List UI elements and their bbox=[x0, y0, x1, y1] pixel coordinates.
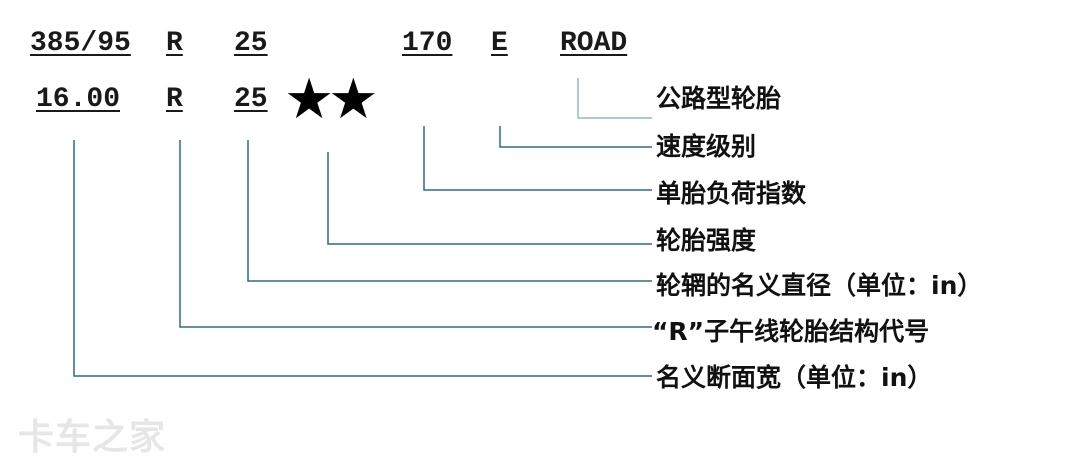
code-170: 170 bbox=[402, 28, 453, 59]
code-r-row2: R bbox=[166, 84, 183, 115]
label-load-index: 单胎负荷指数 bbox=[656, 179, 807, 208]
label-road-tire: 公路型轮胎 bbox=[656, 84, 782, 113]
label-radial-code: “R”子午线轮胎结构代号 bbox=[652, 317, 930, 346]
label-speed-rating: 速度级别 bbox=[656, 132, 757, 161]
code-385-95: 385/95 bbox=[30, 28, 131, 59]
leader-line-road bbox=[577, 78, 652, 119]
label-section-width: 名义断面宽（单位：in） bbox=[656, 363, 933, 392]
leader-line-rim bbox=[247, 140, 652, 282]
leader-line-section-width bbox=[73, 140, 652, 377]
label-tire-strength: 轮胎强度 bbox=[656, 226, 757, 255]
code-r-row1: R bbox=[166, 28, 183, 59]
watermark-logo: 卡车之家 bbox=[18, 417, 167, 458]
code-25-row1: 25 bbox=[234, 28, 268, 59]
code-e: E bbox=[491, 28, 508, 59]
code-road: ROAD bbox=[560, 28, 628, 59]
strength-stars: ★★ bbox=[284, 67, 378, 132]
leader-line-load-index bbox=[423, 126, 652, 191]
leader-line-speed bbox=[499, 126, 652, 148]
code-25-row2: 25 bbox=[234, 84, 268, 115]
leader-line-strength bbox=[327, 152, 652, 245]
leader-line-radial bbox=[179, 140, 652, 328]
label-rim-diameter: 轮辋的名义直径（单位：in） bbox=[656, 271, 983, 300]
code-16-00: 16.00 bbox=[36, 84, 121, 115]
